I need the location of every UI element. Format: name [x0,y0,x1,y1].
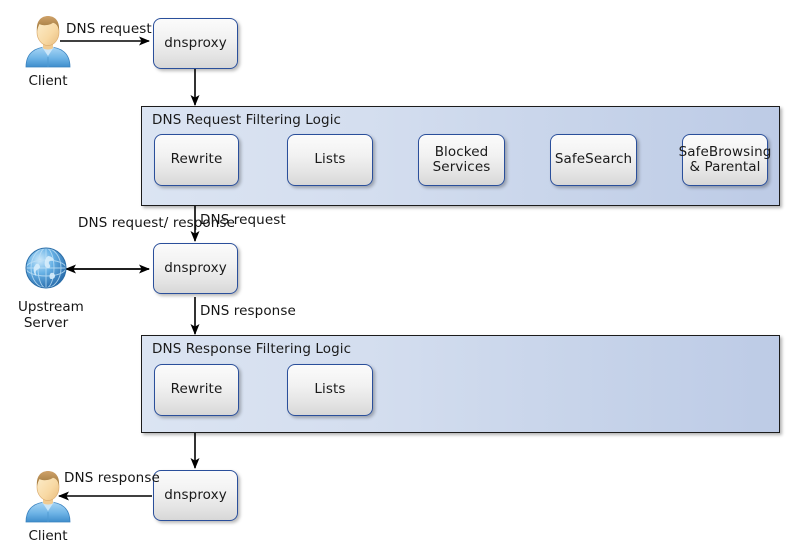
edge-label-proxy-to-request-filter: DNS request [200,212,286,229]
actor-caption: Client [28,528,68,544]
node-rewrite-request[interactable]: Rewrite [154,134,239,186]
node-blocked-services[interactable]: Blocked Services [418,134,505,186]
node-label: dnsproxy [164,259,227,276]
node-label-line2: & Parental [689,159,761,175]
node-label: Lists [314,381,346,398]
panel-title-request: DNS Request Filtering Logic [152,112,342,128]
node-safesearch[interactable]: SafeSearch [550,134,637,186]
node-dnsproxy-bottom[interactable]: dnsproxy [153,470,238,521]
actor-upstream-server: Upstream Server [18,242,84,331]
actor-caption-line2: Server [23,314,69,331]
node-label: dnsproxy [164,486,227,503]
edge-label-text: DNS response [64,470,160,486]
node-lists-request[interactable]: Lists [287,134,373,186]
node-dnsproxy-top[interactable]: dnsproxy [153,18,238,69]
node-label: dnsproxy [164,34,227,51]
edge-label-proxy-to-response-filter: DNS response [200,303,296,320]
edge-label-text: DNS request [66,21,152,37]
edge-label-line3: response [172,215,235,231]
user-icon [25,16,71,68]
panel-title-response: DNS Response Filtering Logic [152,341,352,357]
node-rewrite-response[interactable]: Rewrite [154,364,239,416]
panel-dns-response-filtering: DNS Response Filtering Logic [141,335,780,433]
actor-caption: Client [28,73,68,89]
edge-label-line2: request/ [111,215,169,231]
node-label: Rewrite [170,381,223,398]
node-safebrowsing-parental[interactable]: SafeBrowsing & Parental [679,134,771,186]
node-label: Lists [314,151,346,168]
edge-label-proxy-to-client: DNS response [64,470,160,487]
node-lists-response[interactable]: Lists [287,364,373,416]
edge-label-text: DNS response [200,303,296,319]
node-label: Rewrite [170,151,223,168]
actor-client-top: Client [20,14,76,90]
user-icon [25,471,71,523]
globe-icon [25,247,67,289]
node-label-line2: Services [432,159,491,175]
edge-label-upstream-exchange: DNS request/ response [78,215,235,232]
node-label-line1: SafeBrowsing [678,143,772,160]
edge-label-client-to-proxy: DNS request [66,21,152,38]
actor-caption-line1: Upstream [18,299,84,315]
node-label-line1: Blocked [434,143,489,160]
edge-label-text: DNS request [200,212,286,228]
edge-label-line1: DNS [78,215,108,231]
actor-client-bottom: Client [20,469,76,545]
node-dnsproxy-middle[interactable]: dnsproxy [153,243,238,294]
node-label: SafeSearch [554,151,633,168]
